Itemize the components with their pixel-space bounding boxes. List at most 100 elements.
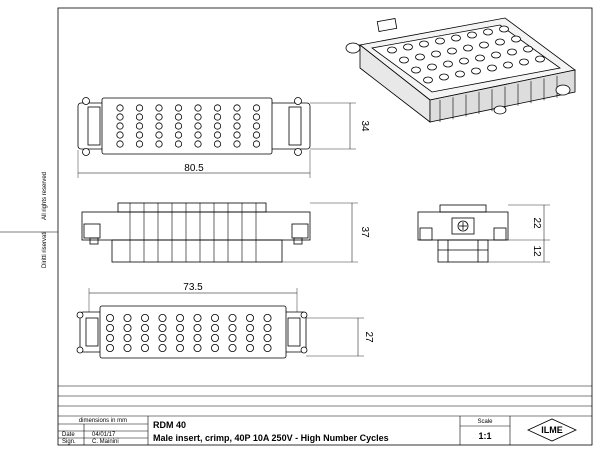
rights-it-text: Diritti riservati <box>42 232 48 268</box>
pin-contact <box>116 113 124 121</box>
pin-contact <box>123 343 132 352</box>
pin-contact <box>210 313 219 322</box>
iso-pin <box>535 55 545 63</box>
pin-contact <box>210 343 219 352</box>
iso-pin <box>507 48 517 56</box>
pin-contact <box>174 122 183 130</box>
pin-contact <box>158 323 167 332</box>
iso-pin <box>439 73 449 81</box>
pin-contact <box>140 323 149 332</box>
pin-contact <box>106 323 115 332</box>
pin-contact <box>116 104 124 112</box>
pin-contact <box>116 122 124 130</box>
iso-pin <box>487 64 497 72</box>
pin-contact <box>213 131 222 139</box>
pin-contact <box>116 131 124 139</box>
pin-contact <box>263 323 272 332</box>
pin-contact <box>116 140 124 148</box>
iso-pin <box>499 25 509 33</box>
pin-contact <box>155 113 163 121</box>
pin-contact <box>194 122 202 130</box>
pin-contact <box>252 140 261 148</box>
pin-contact <box>106 343 115 352</box>
iso-pin <box>403 43 413 51</box>
pin-contact <box>252 113 261 121</box>
iso-pin <box>459 57 469 65</box>
date-value: 04/01/17 <box>92 432 116 438</box>
iso-pin <box>399 56 409 64</box>
isometric-view <box>345 17 576 123</box>
pin-contact <box>174 140 183 148</box>
iso-pin <box>415 53 425 61</box>
iso-pin <box>471 67 481 75</box>
iso-pin <box>455 70 465 78</box>
iso-pin <box>443 60 453 68</box>
pin-contact <box>158 343 167 352</box>
iso-pin <box>447 47 457 55</box>
pin-contact <box>194 104 202 112</box>
pin-contact <box>135 140 144 148</box>
pin-contact <box>263 313 272 322</box>
iso-pin <box>463 44 473 52</box>
pin-contact <box>213 104 222 112</box>
pin-contact <box>135 131 144 139</box>
iso-pin <box>495 38 505 46</box>
units-note: dimensions in mm <box>79 418 127 424</box>
pin-contact <box>252 131 261 139</box>
pin-contact <box>123 313 132 322</box>
pin-contact <box>140 333 149 342</box>
pin-contact <box>194 113 202 121</box>
pin-contact <box>194 140 202 148</box>
pin-contact <box>228 343 237 352</box>
pin-contact <box>123 333 132 342</box>
pin-contact <box>155 122 163 130</box>
rights-en-text: All rights reserved <box>42 172 48 220</box>
part-description: Male insert, crimp, 40P 10A 250V - High … <box>153 433 389 443</box>
pin-contact <box>140 313 149 322</box>
pin-contact <box>135 104 144 112</box>
iso-pin <box>387 46 397 54</box>
pin-contact <box>135 122 144 130</box>
sign-label: Sign. <box>62 439 76 445</box>
pin-contact <box>175 333 184 342</box>
side-view <box>81 202 358 263</box>
pin-contact <box>263 333 272 342</box>
part-code: RDM 40 <box>153 420 186 430</box>
dim-top-width: 80.5 <box>184 163 204 174</box>
pin-contact <box>245 323 254 332</box>
dim-side-height: 37 <box>359 226 370 238</box>
dim-end-upper: 22 <box>531 217 542 229</box>
ilme-logo: ILME <box>527 418 577 442</box>
iso-pin <box>419 40 429 48</box>
pin-contact <box>228 333 237 342</box>
pin-contact <box>140 343 149 352</box>
pin-contact <box>228 313 237 322</box>
pin-contact <box>158 333 167 342</box>
sheet-border <box>57 7 593 446</box>
iso-pin <box>475 54 485 62</box>
pin-contact <box>193 333 202 342</box>
scale-value: 1:1 <box>478 431 491 441</box>
pin-contact <box>233 131 241 139</box>
pin-contact <box>174 104 183 112</box>
pin-contact <box>228 323 237 332</box>
end-view <box>417 204 550 263</box>
pin-contact <box>210 323 219 332</box>
pin-contact <box>194 131 202 139</box>
pin-contact <box>155 104 163 112</box>
dim-end-lower: 12 <box>531 245 542 257</box>
iso-pin <box>479 41 489 49</box>
iso-pin <box>511 35 521 43</box>
pin-contact <box>175 343 184 352</box>
iso-pin <box>503 61 513 69</box>
iso-pin <box>431 50 441 58</box>
pin-contact <box>252 104 261 112</box>
sign-value: C. Mainini <box>92 439 119 445</box>
pin-contact <box>233 113 241 121</box>
pin-contact <box>175 313 184 322</box>
pin-contact <box>233 104 241 112</box>
title-block <box>58 385 592 445</box>
pin-contact <box>210 333 219 342</box>
pin-contact <box>252 122 261 130</box>
